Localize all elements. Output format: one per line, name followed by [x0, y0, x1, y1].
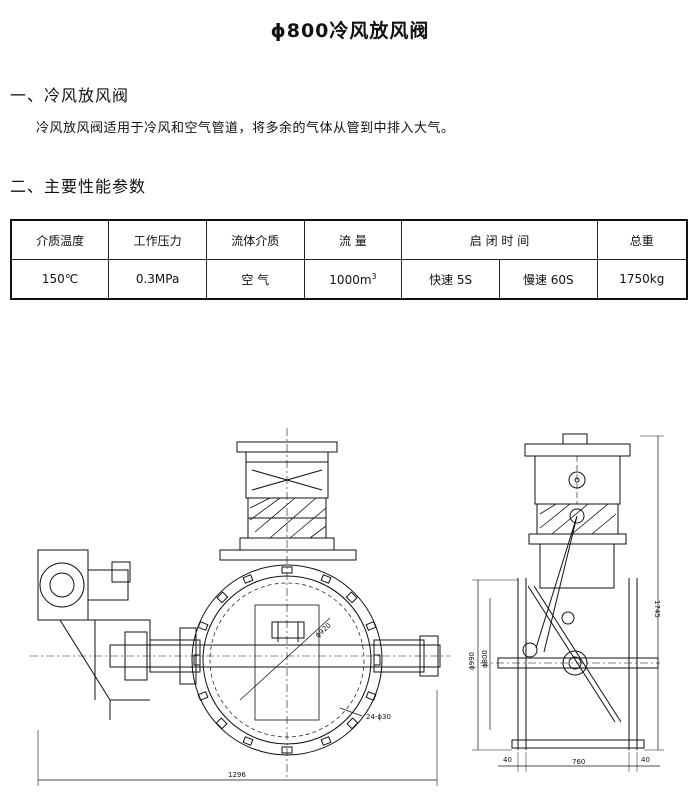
- cell-temperature: 150℃: [10, 259, 110, 300]
- dim-40-right: 40: [641, 756, 650, 764]
- flow-value: 1000m: [329, 272, 372, 287]
- valve-body-inner: [202, 575, 372, 745]
- cell-pressure: 0.3MPa: [108, 259, 207, 300]
- front-view: ϕ920 24-ϕ30 1296: [30, 428, 450, 786]
- cell-flow: 1000m3: [303, 259, 403, 300]
- table-header-row: 介质温度 工作压力 流体介质 流 量 启 闭 时 间 总重: [10, 219, 688, 260]
- header-open-close-time: 启 闭 时 间: [401, 219, 598, 260]
- center-slot: [254, 604, 320, 721]
- top-box: [245, 451, 329, 499]
- bolt-holes: [193, 566, 381, 754]
- dim-d920: ϕ920: [314, 622, 333, 640]
- dim-760: 760: [572, 758, 585, 766]
- header-pressure: 工作压力: [108, 219, 207, 260]
- dim-d800: ϕ800: [481, 650, 489, 668]
- center-bracket: [271, 621, 305, 639]
- valve-body-outer: [191, 564, 383, 756]
- header-medium: 流体介质: [205, 219, 305, 260]
- parameter-table: 介质温度 工作压力 流体介质 流 量 启 闭 时 间 总重 150℃ 0.3MP…: [10, 219, 688, 300]
- dim-d990: ϕ990: [468, 652, 476, 670]
- table-row: 150℃ 0.3MPa 空 气 1000m3 快速 5S 慢速 60S 1750…: [10, 259, 688, 300]
- header-flow: 流 量: [303, 219, 403, 260]
- gearbox: [87, 569, 129, 601]
- valve-description: 冷风放风阀适用于冷风和空气管道，将多余的气体从管到中排入大气。: [36, 121, 455, 136]
- dim-1296: 1296: [228, 771, 246, 779]
- linkage-rod: [535, 515, 578, 653]
- cell-medium: 空 气: [205, 259, 305, 300]
- section-heading-params: 二、主要性能参数: [10, 177, 147, 196]
- header-weight: 总重: [596, 219, 688, 260]
- cell-fast-time: 快速 5S: [401, 259, 500, 300]
- page-title: ϕ800冷风放风阀: [270, 20, 430, 42]
- dim-holes: 24-ϕ30: [366, 713, 391, 721]
- side-top-box: [534, 455, 621, 505]
- motor-body: [37, 549, 89, 621]
- cell-slow-time: 慢速 60S: [498, 259, 598, 300]
- side-top-cap: [562, 433, 588, 445]
- flow-superscript: 3: [371, 271, 377, 281]
- motor-flange: [39, 562, 85, 608]
- header-temperature: 介质温度: [10, 219, 110, 260]
- side-view: ϕ990 ϕ800 1745 40 760 40: [468, 433, 664, 772]
- section-heading-valve: 一、冷风放风阀: [10, 86, 130, 105]
- technical-drawing: ϕ920 24-ϕ30 1296: [30, 428, 664, 786]
- base-plate: [219, 549, 357, 561]
- dim-1745: 1745: [653, 600, 661, 618]
- dim-40-left: 40: [503, 756, 512, 764]
- cell-weight: 1750kg: [596, 259, 688, 300]
